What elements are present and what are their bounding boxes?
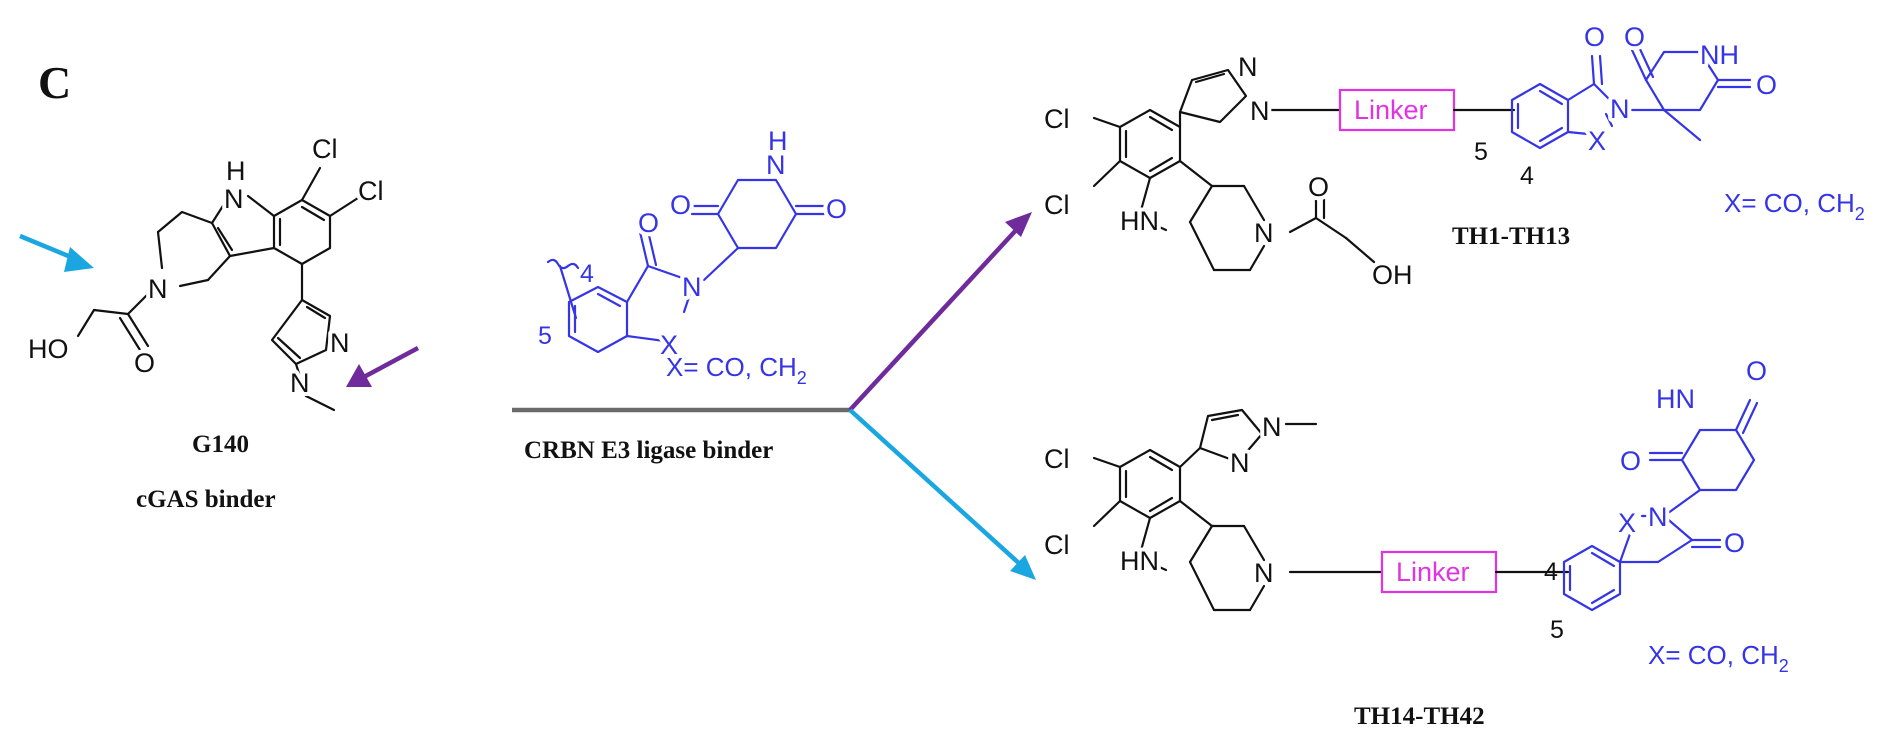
th-top-atom-labels: Cl Cl HN N O OH N N (1040, 48, 1417, 294)
atom-cl: Cl (1044, 104, 1070, 134)
atom-hn: HN (1120, 546, 1159, 576)
atom-n: N (1254, 558, 1274, 588)
g140-structure (76, 166, 360, 412)
g140-atom-labels: H N Cl Cl N O HO N N (24, 130, 388, 402)
atom-n: N (1238, 52, 1258, 82)
th-bottom-name: TH14-TH42 (1354, 703, 1485, 730)
split-arrow-bottom (848, 408, 1036, 580)
reaction-label: CRBN E3 ligase binder (524, 437, 773, 464)
atom-o: O (134, 348, 155, 378)
g140-name: G140 (192, 431, 249, 458)
atom-n: N (330, 328, 350, 358)
atom-n: N (148, 274, 168, 304)
linker-label: Linker (1396, 557, 1470, 587)
th-bottom-crbn-ligand (1494, 398, 1759, 612)
position-4-label: 4 (1520, 162, 1534, 190)
th-top-structure (1092, 68, 1376, 272)
atom-o: O (1746, 356, 1767, 386)
atom-o: O (1756, 70, 1777, 100)
atom-cl: Cl (358, 176, 384, 206)
atom-n: N (224, 184, 244, 214)
atom-n: N (290, 368, 310, 398)
atom-cl: Cl (312, 134, 338, 164)
atom-h: H (226, 156, 246, 186)
atom-o: O (1620, 446, 1641, 476)
atom-n: N (682, 272, 702, 302)
atom-h: H (768, 126, 788, 156)
x-definition: X= CO, CH2 (1648, 640, 1789, 676)
atom-n: N (1250, 96, 1270, 126)
atom-n: N (1230, 448, 1250, 478)
atom-n: N (1254, 218, 1274, 248)
atom-x: X (660, 330, 678, 360)
atom-o: O (826, 194, 847, 224)
atom-x: X (1588, 126, 1606, 156)
atom-nh: NH (1700, 40, 1739, 70)
crbn-ligand-atom-labels: O N X O N H O 4 5 (538, 122, 851, 364)
atom-n: N (1648, 502, 1668, 532)
panel-letter: C (38, 57, 71, 108)
atom-cl: Cl (1044, 444, 1070, 474)
position-4-label: 4 (1544, 558, 1558, 586)
atom-x: X (1618, 508, 1636, 538)
atom-cl: Cl (1044, 190, 1070, 220)
th-top-crbn-ligand (1452, 45, 1752, 150)
g140-role: cGAS binder (136, 486, 276, 513)
th-bottom-linker[interactable]: Linker (1380, 550, 1498, 594)
crbn-ligand-structure (546, 178, 826, 354)
atom-oh: OH (1372, 260, 1413, 290)
th-top-linker[interactable]: Linker (1338, 88, 1456, 132)
atom-cl: Cl (1044, 530, 1070, 560)
x-definition: X= CO, CH2 (1724, 188, 1865, 224)
atom-o: O (1308, 172, 1329, 202)
atom-o: O (670, 190, 691, 220)
th-bottom-crbn-atom-labels: X N O O HN O 4 5 (1544, 352, 1771, 644)
atom-ho: HO (28, 334, 69, 364)
atom-n: N (1262, 412, 1282, 442)
atom-o: O (1724, 528, 1745, 558)
atom-o: O (1624, 22, 1645, 52)
linker-label: Linker (1354, 95, 1428, 125)
th-top-name: TH1-TH13 (1452, 223, 1570, 250)
position-4-label: 4 (580, 260, 594, 288)
th-top-crbn-atom-labels: O N X O NH O 5 4 (1474, 18, 1781, 190)
atom-n: N (766, 150, 786, 180)
atom-hn: HN (1656, 384, 1695, 414)
atom-hn: HN (1120, 206, 1159, 236)
g140-attachment-arrows (19, 233, 420, 387)
atom-o: O (638, 208, 659, 238)
atom-o: O (1584, 22, 1605, 52)
th-bottom-atom-labels: Cl Cl HN N N N (1040, 408, 1286, 592)
atom-n: N (1610, 94, 1630, 124)
position-5-label: 5 (538, 322, 552, 350)
split-arrow-top (848, 212, 1032, 412)
th-bottom-structure (1092, 408, 1384, 612)
x-definition: X= CO, CH2 (666, 352, 807, 388)
position-5-label: 5 (1474, 138, 1488, 166)
position-5-label: 5 (1550, 616, 1564, 644)
